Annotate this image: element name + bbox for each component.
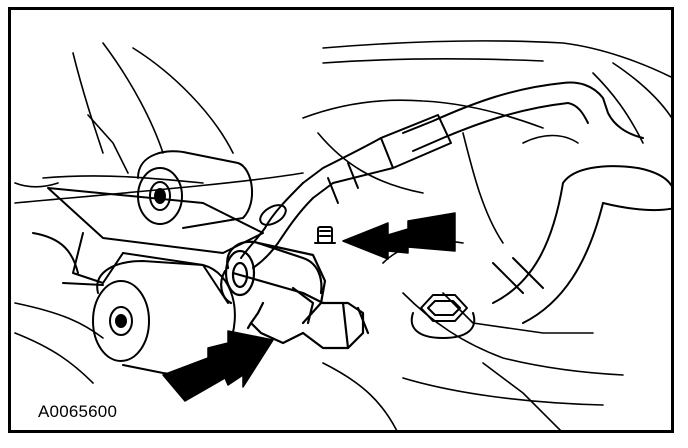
- fastener-bolt: [314, 226, 336, 244]
- illustration-frame: A0065600: [8, 7, 674, 433]
- line-illustration: [14, 40, 671, 430]
- figure-id-label: A0065600: [38, 402, 118, 421]
- sensor-connector: [220, 240, 370, 350]
- hex-bolt: [410, 294, 476, 339]
- wiring-harness: [240, 81, 644, 269]
- upper-mounting-boss: [137, 150, 254, 229]
- engine-background-lines: [14, 40, 671, 430]
- callout-arrow-upper: [342, 212, 456, 260]
- large-housing: [492, 165, 671, 324]
- callout-arrow-lower: [162, 330, 274, 402]
